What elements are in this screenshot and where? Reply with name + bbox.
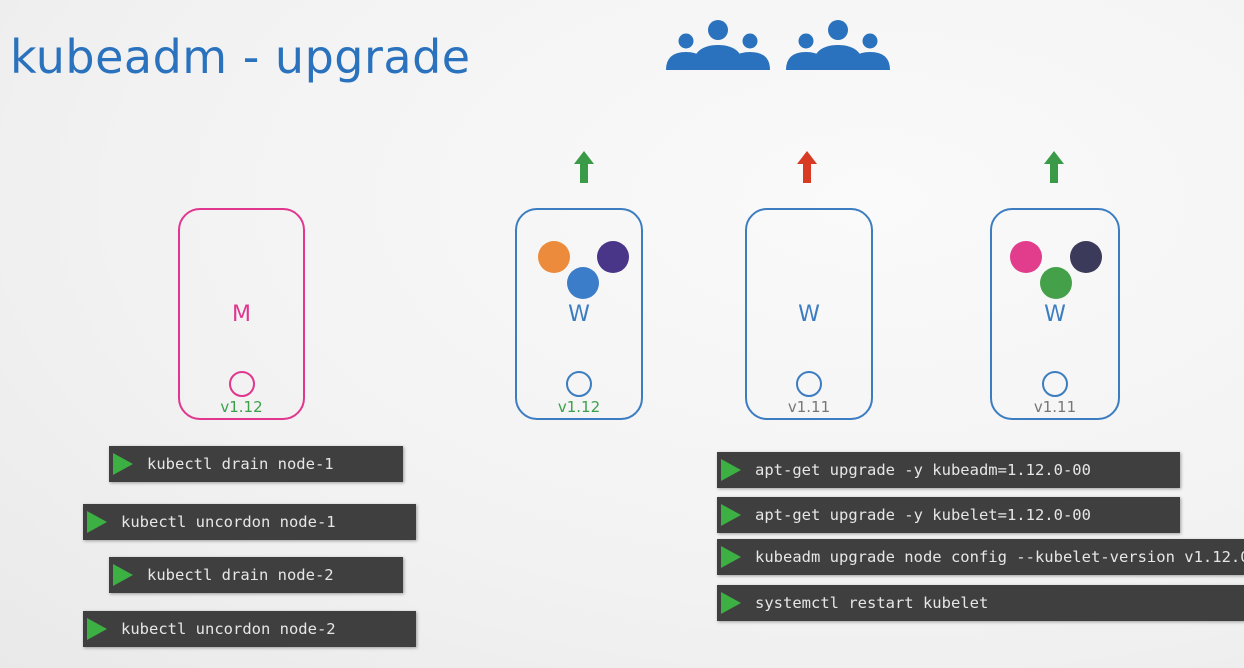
pod-icon [597,241,629,273]
kubelet-icon [796,371,822,397]
command-restart-kubelet: systemctl restart kubelet [717,585,1244,621]
kubelet-icon [566,371,592,397]
pod-icon [567,267,599,299]
command-uncordon-node-2: kubectl uncordon node-2 [83,611,416,647]
master-node: M v1.12 [178,208,305,420]
node-version: v1.12 [220,398,263,416]
command-upgrade-kubelet: apt-get upgrade -y kubelet=1.12.0-00 [717,497,1180,533]
play-icon [87,618,107,640]
play-icon [721,592,741,614]
upgrade-arrow-icon [574,151,594,183]
node-version: v1.12 [557,398,601,416]
play-icon [113,564,133,586]
node-label: M [232,302,251,327]
pod-icon [1040,267,1072,299]
command-drain-node-1: kubectl drain node-1 [109,446,403,482]
upgrading-arrow-icon [797,151,817,183]
node-version: v1.11 [787,398,831,416]
kubelet-icon [228,371,255,397]
node-version: v1.11 [1033,398,1077,416]
worker-node-3: W v1.11 [990,208,1120,420]
node-label: W [1044,302,1066,327]
users-group-icon [666,20,890,70]
command-upgrade-kubeadm: apt-get upgrade -y kubeadm=1.12.0-00 [717,452,1180,488]
pod-icon [1010,241,1042,273]
node-label: W [798,302,820,327]
upgrade-arrow-icon [1044,151,1064,183]
command-drain-node-2: kubectl drain node-2 [109,557,403,593]
play-icon [721,459,741,481]
play-icon [87,511,107,533]
play-icon [721,546,741,568]
play-icon [721,504,741,526]
node-label: W [568,302,590,327]
pod-icon [1070,241,1102,273]
play-icon [113,453,133,475]
pod-icon [538,241,570,273]
worker-node-2: W v1.11 [745,208,873,420]
slide-title: kubeadm - upgrade [10,30,471,84]
kubelet-icon [1042,371,1068,397]
command-uncordon-node-1: kubectl uncordon node-1 [83,504,416,540]
command-upgrade-node-config: kubeadm upgrade node config --kubelet-ve… [717,539,1244,575]
worker-node-1: W v1.12 [515,208,643,420]
